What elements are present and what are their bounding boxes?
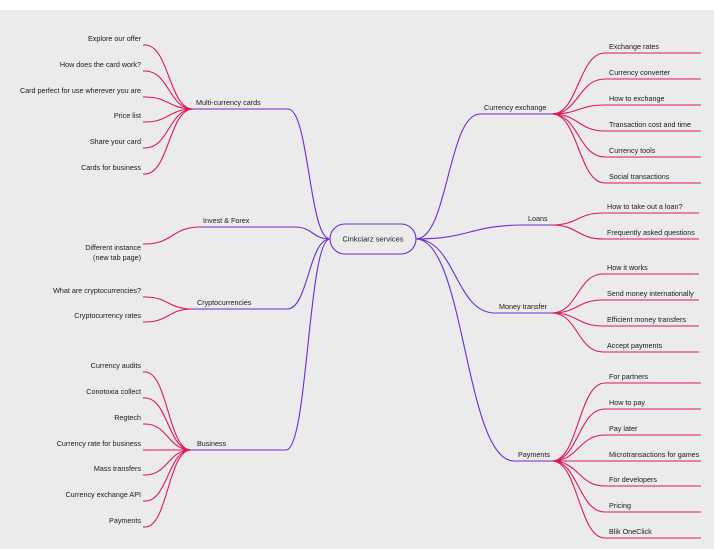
edges-layer [143,44,701,539]
leaf-edge-card-perfect-for-use-wherever-you-are [144,96,194,110]
leaf-label-how-does-the-card-work[interactable]: How does the card work? [60,60,141,69]
leaf-label-pay-later[interactable]: Pay later [609,424,638,433]
leaf-label-how-to-exchange[interactable]: How to exchange [609,94,665,103]
branch-edge-money-transfer [415,238,496,314]
leaf-edge-frequently-asked-questions [551,224,604,240]
branch-edge-payments [415,238,515,462]
leaf-label-card-perfect-for-use-wherever-you-are[interactable]: Card perfect for use wherever you are [20,86,141,95]
leaf-label-frequently-asked-questions[interactable]: Frequently asked questions [607,228,695,237]
branch-label-invest-forex[interactable]: Invest & Forex [203,216,250,225]
leaf-label-share-your-card[interactable]: Share your card [90,137,141,146]
leaf-edge-different-instance [144,226,201,245]
leaf-edge-blik-oneclick [551,460,606,539]
leaf-label-social-transactions[interactable]: Social transactions [609,172,670,181]
leaf-edge-cards-for-business [144,108,194,175]
branch-edge-cryptocurrencies [286,238,331,310]
leaf-label-for-developers[interactable]: For developers [609,475,657,484]
leaf-label-explore-our-offer[interactable]: Explore our offer [88,34,142,43]
leaf-label-microtransactions-for-games[interactable]: Microtransactions for games [609,450,700,459]
leaf-label-payments[interactable]: Payments [109,516,141,525]
leaf-edge-for-partners [551,382,606,462]
leaf-edge-pay-later [551,434,606,462]
leaf-edge-accept-payments [551,312,604,353]
branch-label-cryptocurrencies[interactable]: Cryptocurrencies [197,298,252,307]
leaf-label-currency-rate-for-business[interactable]: Currency rate for business [57,439,142,448]
leaf-edge-social-transactions [551,113,606,184]
leaf-label-conotoxia-collect[interactable]: Conotoxia collect [86,387,141,396]
leaf-edge-exchange-rates [551,52,606,115]
leaf-edge-regtech [144,423,192,451]
branch-label-multi-currency-cards[interactable]: Multi-currency cards [196,98,261,107]
leaf-edge-how-to-exchange [551,104,606,115]
leaf-label-cryptocurrency-rates[interactable]: Cryptocurrency rates [74,311,141,320]
leaf-label-currency-exchange-api[interactable]: Currency exchange API [65,490,141,499]
branch-label-currency-exchange[interactable]: Currency exchange [484,103,546,112]
leaf-edge-how-to-take-out-a-loan [551,212,604,226]
leaf-label-exchange-rates[interactable]: Exchange rates [609,42,659,51]
center-node-label: Cinkciarz services [342,235,403,244]
leaf-label-what-are-cryptocurrencies[interactable]: What are cryptocurrencies? [53,286,141,295]
leaf-label-currency-converter[interactable]: Currency converter [609,68,671,77]
branch-edge-loans [415,224,525,240]
leaf-edge-how-does-the-card-work [144,70,194,110]
leaf-label-regtech[interactable]: Regtech [114,413,141,422]
leaf-label-mass-transfers[interactable]: Mass transfers [94,464,142,473]
leaf-edge-currency-audits [144,371,192,451]
leaf-edge-what-are-cryptocurrencies [144,296,193,310]
leaf-label-how-to-take-out-a-loan[interactable]: How to take out a loan? [607,202,683,211]
leaf-label-different-instance[interactable]: Different instance [85,243,141,252]
branch-edge-business [285,238,331,451]
leaf-label-how-it-works[interactable]: How it works [607,263,648,272]
leaf-edge-for-developers [551,460,606,487]
leaf-label-efficient-money-transfers[interactable]: Efficient money transfers [607,315,686,324]
leaf-edge-mass-transfers [144,449,192,476]
leaf-edge-currency-converter [551,78,606,115]
leaf-edge-conotoxia-collect [144,397,192,451]
leaf-edge-send-money-internationally [551,299,604,314]
branch-label-business[interactable]: Business [197,439,227,448]
leaf-edge-how-to-pay [551,408,606,462]
branch-label-money-transfer[interactable]: Money transfer [499,302,548,311]
leaf-label-accept-payments[interactable]: Accept payments [607,341,663,350]
leaf-label-price-list[interactable]: Price list [114,111,141,120]
branch-label-payments[interactable]: Payments [518,450,550,459]
leaf-label-different-instance-line2[interactable]: (new tab page) [93,253,141,262]
leaf-edge-how-it-works [551,273,604,314]
leaf-edge-currency-tools [551,113,606,158]
leaf-edge-currency-exchange-api [144,449,192,502]
nodes-layer: Multi-currency cards Explore our offerHow… [20,34,700,536]
leaf-label-how-to-pay[interactable]: How to pay [609,398,645,407]
branch-edge-multi-currency-cards [287,108,331,240]
leaf-label-pricing[interactable]: Pricing [609,501,631,510]
leaf-label-send-money-internationally[interactable]: Send money internationally [607,289,694,298]
leaf-edge-cryptocurrency-rates [144,308,193,323]
center-node-box[interactable] [329,223,417,255]
branch-edge-currency-exchange [415,113,481,240]
branch-edge-invest-forex [294,226,331,240]
leaf-edge-share-your-card [144,108,194,149]
leaf-label-currency-audits[interactable]: Currency audits [91,361,142,370]
leaf-label-for-partners[interactable]: For partners [609,372,649,381]
leaf-edge-payments [144,449,192,528]
leaf-label-cards-for-business[interactable]: Cards for business [81,163,141,172]
branch-label-loans[interactable]: Loans [528,214,548,223]
leaf-label-blik-oneclick[interactable]: Blik OneClick [609,527,652,536]
leaf-edge-explore-our-offer [144,44,194,110]
leaf-edge-pricing [551,460,606,513]
leaf-label-currency-tools[interactable]: Currency tools [609,146,656,155]
mindmap: Cinkciarz services Multi-currency cardsE… [20,34,701,539]
leaf-label-transaction-cost-and-time[interactable]: Transaction cost and time [609,120,691,129]
